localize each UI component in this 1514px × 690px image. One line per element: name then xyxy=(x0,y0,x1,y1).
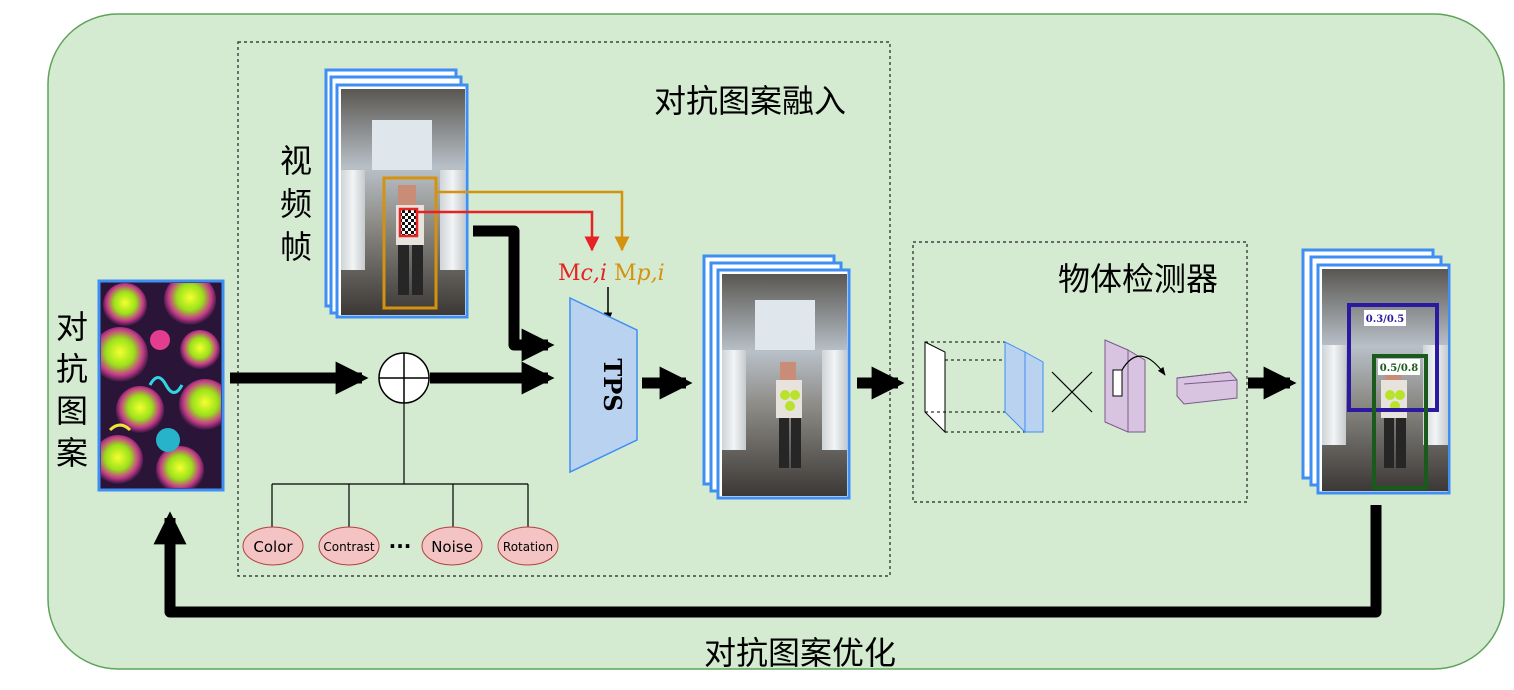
fusion-title: 对抗图案融入 xyxy=(654,82,846,120)
detection-box-2 xyxy=(1372,354,1428,490)
detection-score-1: 0.3/0.5 xyxy=(1366,314,1404,325)
transform-ellipsis: ... xyxy=(389,529,412,553)
adversarial-pattern-image xyxy=(97,279,225,492)
detection-box-1 xyxy=(1347,303,1439,412)
transform-contrast-label: Contrast xyxy=(323,540,375,554)
mask-p-label: Mp,i xyxy=(614,261,665,286)
mask-p-box xyxy=(382,176,438,310)
video-label-char-1: 视 xyxy=(280,142,312,180)
fusion-dashed-box xyxy=(237,41,891,577)
detection-score-2: 0.5/0.8 xyxy=(1380,363,1418,374)
transform-color-label: Color xyxy=(253,538,293,556)
video-label-char-3: 帧 xyxy=(280,228,312,266)
detector-title: 物体检测器 xyxy=(1058,260,1218,298)
mask-p-arrow xyxy=(436,190,630,252)
output-frame-stack: 0.3/0.5 0.5/0.8 xyxy=(1301,248,1451,495)
tps-label: TPS xyxy=(598,358,627,411)
pattern-label-char-4: 案 xyxy=(56,434,88,472)
transform-noise-label: Noise xyxy=(431,538,473,556)
transform-contrast: Contrast xyxy=(318,526,380,566)
transform-nodes: Color Contrast ... Noise Rotation xyxy=(242,526,559,566)
transform-tree xyxy=(271,403,529,527)
feedback-arrow xyxy=(153,505,1382,618)
frames-to-tps-arrow xyxy=(473,225,555,362)
pattern-label-char-3: 图 xyxy=(56,392,88,430)
transform-color: Color xyxy=(242,526,304,566)
fused-frame-stack xyxy=(702,254,851,500)
video-label: 视 频 帧 xyxy=(280,142,312,266)
video-frame-stack xyxy=(324,68,469,319)
transform-rotation-label: Rotation xyxy=(503,540,553,554)
detector-dashed-box xyxy=(912,241,1248,503)
detector-network xyxy=(924,339,1238,434)
mask-c-box xyxy=(398,207,419,238)
transform-noise: Noise xyxy=(421,526,483,566)
optimize-title: 对抗图案优化 xyxy=(704,634,896,672)
sum-node xyxy=(378,352,430,404)
pattern-label: 对 抗 图 案 xyxy=(56,308,88,472)
pattern-label-char-1: 对 xyxy=(56,308,88,346)
tps-module: TPS xyxy=(569,296,638,474)
mask-c-arrow xyxy=(416,210,600,252)
pattern-label-char-2: 抗 xyxy=(56,350,88,388)
video-label-char-2: 频 xyxy=(280,185,312,223)
transform-rotation: Rotation xyxy=(497,526,559,566)
mask-c-label: Mc,i xyxy=(558,261,607,286)
